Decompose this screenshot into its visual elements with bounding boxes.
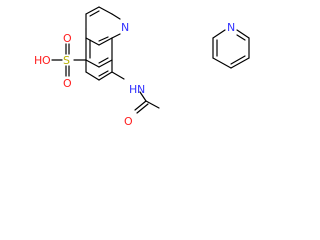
bond-c6-c7-inner — [98, 57, 109, 64]
sulfonic-acid-group — [51, 43, 87, 77]
amide-hydrogen-label: H — [129, 83, 137, 96]
sulfonyl-oxygen-bottom-label: O — [63, 77, 72, 90]
pyridine-bond-3 — [212, 57, 232, 69]
sulfur-label: S — [63, 54, 70, 67]
amide-nitrogen-label: N — [137, 83, 145, 96]
hydroxyl-hydrogen-label: H — [34, 54, 42, 67]
bond-c6-c7 — [98, 59, 113, 68]
pyridine-bond-6 — [236, 29, 250, 39]
hydroxyl-oxygen-label: O — [42, 54, 51, 67]
pyridine-nitrogen-label: N — [227, 21, 235, 34]
quinoline-lower-ring-bonds — [85, 37, 113, 81]
bond-n-c8a — [111, 33, 121, 39]
bond-c8a-c4a — [98, 37, 113, 46]
pyridine-bond-1 — [212, 29, 226, 39]
pyridine-bond-4-inner — [230, 55, 246, 65]
pyridine-molecule: N — [212, 21, 250, 69]
quinoline-sulfonic-acid-molecule: N S O O O H N H O — [34, 6, 160, 128]
bond-c6b-c7b-inner — [98, 70, 109, 77]
quinoline-nitrogen-label: N — [121, 21, 129, 34]
bond-c8-nh — [111, 71, 125, 80]
bond-c8a-c4a-inner — [98, 36, 109, 42]
acetamido-group — [111, 71, 160, 114]
bond-c-o-b — [136, 103, 149, 114]
pyridine-bond-6-inner — [236, 34, 246, 41]
bond-c5b-c6b — [85, 71, 100, 81]
quinoline-upper-ring-bonds — [85, 6, 121, 46]
sulfonyl-oxygen-top-label: O — [63, 32, 72, 45]
bond-c3-c2 — [85, 6, 100, 15]
bond-c6b-c7b — [98, 71, 113, 81]
pyridine-bond-4 — [230, 57, 250, 69]
bond-c4a-c4 — [85, 37, 100, 46]
atom-labels-molecule-1: N S O O O H N H O — [34, 21, 145, 128]
bond-nh-co — [139, 91, 147, 102]
bond-c1-n — [111, 13, 121, 20]
bond-c2-c1 — [98, 6, 113, 15]
carbonyl-oxygen-label: O — [124, 115, 133, 128]
chemical-structure-canvas: N S O O O H N H O N — [34, 6, 250, 128]
bond-c3-c2-inner — [89, 10, 100, 17]
bond-c-ch3 — [145, 100, 160, 109]
bond-c5-c6 — [85, 59, 100, 68]
bond-c-o-a — [134, 100, 147, 111]
